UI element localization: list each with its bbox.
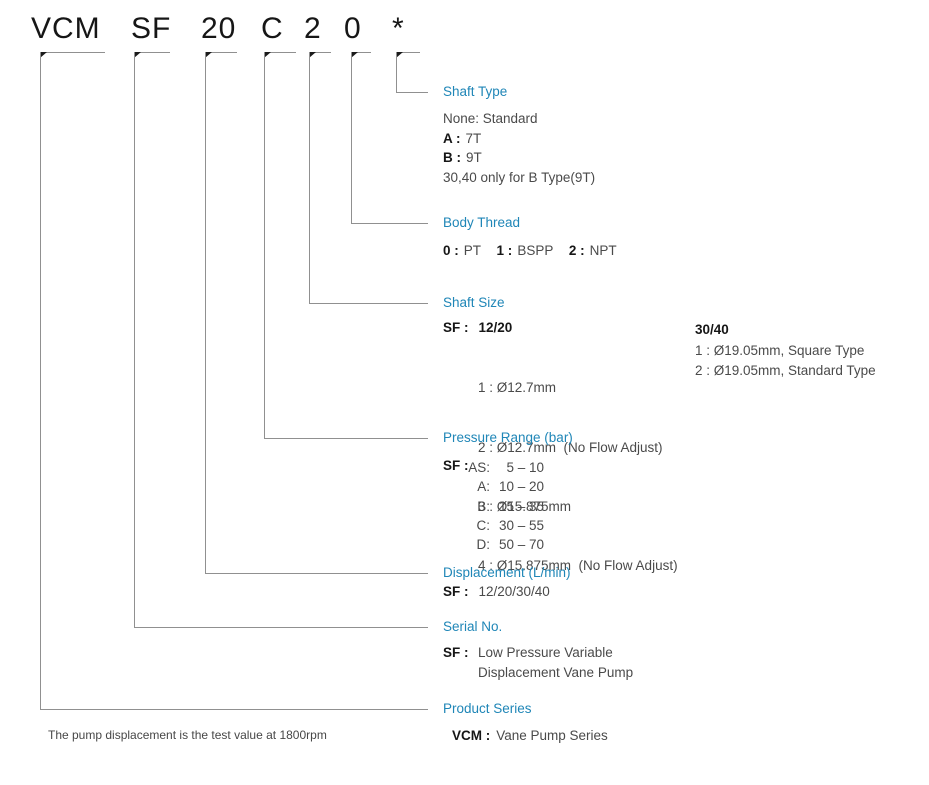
sf-prefix: SF : [443, 320, 469, 335]
product-series-value-row: VCM : Vane Pump Series [452, 728, 608, 743]
leader-top-bar [351, 52, 371, 53]
shaft-size-right-items: 1 : Ø19.05mm, Square Type 2 : Ø19.05mm, … [695, 341, 876, 381]
option-value: BSPP [517, 243, 554, 258]
leader-corner-wedge [351, 52, 358, 58]
leader-top-bar [396, 52, 420, 53]
pressure-grade: B: [477, 498, 490, 514]
pressure-value: 15 – 35 [498, 498, 544, 514]
pressure-value: 10 – 20 [498, 479, 544, 495]
option-value: 9T [466, 150, 482, 165]
pressure-grade: C: [476, 517, 491, 533]
leader-corner-wedge [40, 52, 47, 58]
pressure-row: A: 10 – 20 [462, 477, 544, 496]
leader-vertical-line [40, 52, 41, 709]
displacement-footnote: The pump displacement is the test value … [48, 728, 327, 742]
leader-corner-wedge [134, 52, 141, 58]
sf-prefix: SF : [443, 645, 469, 660]
shaft-size-right-header: 30/40 [695, 322, 729, 337]
pressure-value: 30 – 55 [498, 517, 544, 533]
leader-vertical-line [396, 52, 397, 92]
pressure-grade: D: [476, 537, 491, 553]
leader-top-bar [264, 52, 296, 53]
model-code-pressure: C [261, 12, 284, 45]
shaft-type-none-line: None: Standard [443, 111, 538, 126]
shaft-size-label: Shaft Size [443, 295, 505, 310]
model-code-series: VCM [31, 12, 101, 45]
pressure-range-label: Pressure Range (bar) [443, 430, 573, 445]
shaft-type-option-b: B : 9T [443, 148, 595, 168]
leader-top-bar [134, 52, 170, 53]
shaft-type-restriction: 30,40 only for B Type(9T) [443, 169, 596, 185]
pressure-grade: AS: [468, 460, 490, 475]
serial-description-line: Low Pressure Variable [478, 645, 613, 660]
shaft-type-options: None: Standard A :7T B : 9T 30,40 only fo… [443, 109, 595, 187]
option-key: 2 : [568, 243, 585, 258]
leader-corner-wedge [264, 52, 271, 58]
displacement-label: Displacement (L/min) [443, 565, 571, 580]
body-thread-options: 0 : PT 1 : BSPP 2 : NPT [443, 243, 617, 258]
leader-vertical-line [309, 52, 310, 303]
model-code-displacement: 20 [201, 12, 237, 45]
leader-corner-wedge [309, 52, 316, 58]
leader-horizontal-line [351, 223, 428, 224]
option-key: A : [443, 130, 461, 146]
pressure-range-rows: AS:5 – 10 A:10 – 20 B:15 – 35 C:30 – 55 … [462, 458, 544, 554]
size-group-12-20: 12/20 [478, 320, 513, 335]
shaft-size-item: 1 : Ø19.05mm, Square Type [695, 343, 865, 358]
model-code-shaft-size: 2 [304, 12, 322, 45]
vcm-prefix: VCM : [452, 728, 491, 743]
shaft-size-item: 3 : Ø15.875mm [478, 498, 572, 514]
model-code-shaft-type: * [392, 12, 405, 45]
leader-horizontal-line [205, 573, 428, 574]
shaft-size-item: 1 : Ø12.7mm [478, 380, 557, 396]
body-thread-label: Body Thread [443, 215, 521, 230]
product-series-label: Product Series [443, 701, 532, 716]
option-key: B : [443, 150, 461, 165]
pressure-value: 50 – 70 [498, 537, 544, 553]
leader-horizontal-line [264, 438, 428, 439]
leader-vertical-line [134, 52, 135, 627]
shaft-type-label: Shaft Type [443, 84, 508, 99]
product-series-value: Vane Pump Series [496, 728, 608, 743]
leader-horizontal-line [134, 627, 428, 628]
option-key: 1 : [496, 243, 513, 258]
leader-corner-wedge [205, 52, 212, 58]
leader-top-bar [40, 52, 105, 53]
leader-top-bar [309, 52, 331, 53]
displacement-value: 12/20/30/40 [478, 584, 550, 599]
pressure-grade: A: [477, 479, 490, 495]
model-code-serial: SF [131, 12, 172, 45]
sf-prefix: SF : [443, 584, 469, 599]
pressure-row: D: 50 – 70 [462, 535, 545, 554]
option-value: PT [463, 243, 481, 258]
option-key: 0 : [443, 243, 459, 258]
shaft-size-item: 4 : Ø15.875mm (No Flow Adjust) [478, 557, 678, 573]
serial-description-line: Displacement Vane Pump [478, 665, 634, 681]
displacement-value-row: SF : 12/20/30/40 [443, 584, 550, 599]
leader-vertical-line [351, 52, 352, 223]
serial-no-label: Serial No. [443, 619, 503, 634]
leader-horizontal-line [309, 303, 428, 304]
leader-vertical-line [264, 52, 265, 438]
pressure-row: C: 30 – 55 [462, 516, 545, 535]
leader-horizontal-line [396, 92, 428, 93]
option-value: NPT [589, 243, 617, 258]
leader-vertical-line [205, 52, 206, 573]
shaft-size-left-items: 1 : Ø12.7mm 2 : Ø12.7mm (No Flow Adjust)… [478, 339, 678, 615]
model-code-body-thread: 0 [344, 12, 362, 45]
pressure-value: 5 – 10 [506, 460, 544, 475]
leader-corner-wedge [396, 52, 403, 58]
pressure-row: AS: 5 – 10 [462, 458, 544, 477]
leader-horizontal-line [40, 709, 428, 710]
serial-no-description: SF : Low Pressure Variable Displacement … [443, 643, 633, 684]
option-value: 7T [465, 130, 482, 146]
shaft-size-item: 2 : Ø12.7mm (No Flow Adjust) [478, 439, 663, 455]
leader-top-bar [205, 52, 237, 53]
sf-prefix: SF : [443, 458, 469, 473]
shaft-size-left-header: SF : 12/20 [443, 320, 512, 335]
pressure-row: B: 15 – 35 [462, 497, 544, 516]
shaft-size-item: 2 : Ø19.05mm, Standard Type [695, 363, 876, 378]
serial-description-lines: Low Pressure Variable Displacement Vane … [478, 643, 633, 684]
shaft-type-option-a: A :7T [443, 129, 595, 149]
